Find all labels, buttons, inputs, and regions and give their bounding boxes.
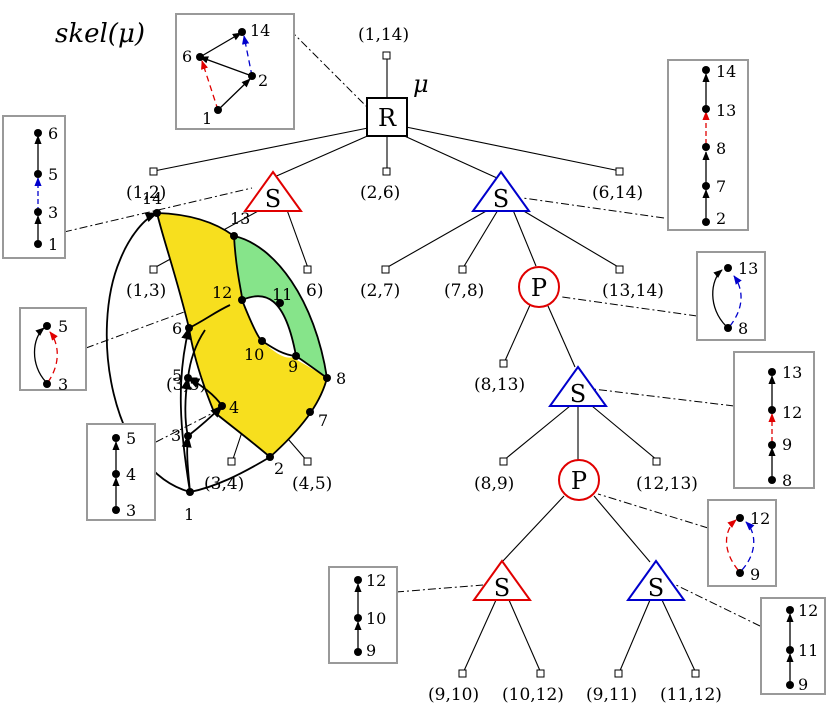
tree-node-s-red-bottom: S bbox=[472, 559, 532, 602]
inset-connectors bbox=[63, 29, 761, 627]
vertex-label-2: 2 bbox=[274, 459, 284, 478]
vertex-label-1: 1 bbox=[184, 505, 194, 524]
tree-node-s-red-left: S bbox=[243, 170, 303, 213]
edge-labels: (1,14) (1,2) (2,6) (6,14) (1,3) 6) (2,7)… bbox=[126, 25, 722, 705]
edge-label-2-6: (2,6) bbox=[360, 183, 400, 203]
edge-label-12-13: (12,13) bbox=[636, 474, 698, 494]
inset-s912b-v11: 11 bbox=[798, 641, 818, 660]
inset-s214-v14: 14 bbox=[716, 62, 736, 81]
vertex-label-5: 5 bbox=[172, 366, 182, 385]
inset-s813-v9: 9 bbox=[782, 435, 792, 454]
inset-s813-v12: 12 bbox=[782, 403, 802, 422]
edge-label-9-11: (9,11) bbox=[586, 685, 637, 705]
inset-s912r-v9: 9 bbox=[366, 641, 376, 660]
inset-s-9-12-red: 12 10 9 bbox=[328, 566, 398, 664]
yellow-face bbox=[157, 213, 327, 457]
tree-node-s-blue-mid: S bbox=[471, 170, 531, 213]
vertex-label-13: 13 bbox=[230, 209, 250, 228]
green-face bbox=[234, 236, 327, 378]
inset-s35-v5: 5 bbox=[126, 429, 136, 448]
vertex-label-4: 4 bbox=[229, 398, 239, 417]
plane-graph: 1 2 3 4 5 6 7 8 9 10 11 12 13 14 bbox=[105, 189, 346, 524]
root-name: μ bbox=[413, 70, 429, 98]
inset-s813-v8: 8 bbox=[782, 471, 792, 490]
vertex-label-8: 8 bbox=[336, 369, 346, 388]
edge-label-7-8: (7,8) bbox=[444, 281, 484, 301]
edge-label-4-5: (4,5) bbox=[292, 474, 332, 494]
vertex-label-14: 14 bbox=[142, 189, 162, 208]
inset-p-9-12: 12 9 bbox=[707, 499, 777, 587]
node-letter-s: S bbox=[648, 574, 664, 602]
vertex-label-10: 10 bbox=[244, 345, 264, 364]
edge-label-3-6: 6) bbox=[306, 281, 323, 301]
edge-label-8-9: (8,9) bbox=[474, 474, 514, 494]
inset-s214-v2: 2 bbox=[716, 209, 726, 228]
edge-label-9-10: (9,10) bbox=[428, 685, 479, 705]
inset-s912r-v12: 12 bbox=[366, 571, 386, 590]
vertex-label-11: 11 bbox=[272, 285, 292, 304]
node-letter-s: S bbox=[493, 185, 509, 213]
inset-root-v1: 1 bbox=[202, 109, 212, 128]
tree-node-root-r: R μ bbox=[366, 70, 429, 137]
tree-node-s-blue-lower: S bbox=[548, 365, 608, 408]
inset-root-v6: 6 bbox=[182, 47, 192, 66]
edge-label-10-12: (10,12) bbox=[502, 685, 564, 705]
node-letter-p: P bbox=[571, 467, 587, 495]
inset-root-v2: 2 bbox=[258, 71, 268, 90]
inset-s-1-6: 6 5 3 1 bbox=[2, 115, 66, 259]
vertex-label-6: 6 bbox=[172, 319, 182, 338]
inset-s912b-v9: 9 bbox=[798, 675, 808, 694]
node-letter-s: S bbox=[265, 185, 281, 213]
inset-p-3-5: 5 3 bbox=[19, 307, 87, 394]
inset-p912-v9: 9 bbox=[750, 565, 760, 584]
inner-face bbox=[242, 296, 296, 358]
inset-s-3-5: 5 4 3 bbox=[86, 423, 156, 521]
inset-s912r-v10: 10 bbox=[366, 609, 386, 628]
inset-p813-v13: 13 bbox=[738, 259, 758, 278]
inset-p35-v5: 5 bbox=[58, 317, 68, 336]
node-letter-s: S bbox=[570, 380, 586, 408]
edge-label-6-14: (6,14) bbox=[592, 183, 643, 203]
node-letter-s: S bbox=[494, 574, 510, 602]
edge-label-1-3: (1,3) bbox=[126, 281, 166, 301]
inset-s214-v13: 13 bbox=[716, 101, 736, 120]
tree-node-p-lower: P bbox=[558, 459, 600, 501]
inset-s-8-13: 13 12 9 8 bbox=[733, 351, 815, 490]
inset-s16-v1: 1 bbox=[48, 235, 58, 254]
inset-s214-v7: 7 bbox=[716, 177, 726, 196]
inset-p912-v12: 12 bbox=[750, 509, 770, 528]
vertex-label-7: 7 bbox=[318, 411, 328, 430]
tree-node-s-blue-bottom: S bbox=[626, 559, 686, 602]
vertex-label-12: 12 bbox=[212, 283, 232, 302]
skeleton-title: skel(μ) bbox=[55, 19, 145, 49]
inset-s35-v3: 3 bbox=[126, 501, 136, 520]
inset-s35-v4: 4 bbox=[126, 465, 136, 484]
tree-node-p-upper: P bbox=[518, 266, 560, 308]
edge-label-1-14: (1,14) bbox=[358, 25, 409, 45]
inset-root-skeleton: 14 6 2 1 bbox=[175, 13, 295, 130]
inset-root-v14: 14 bbox=[250, 21, 270, 40]
inset-s214-v8: 8 bbox=[716, 139, 726, 158]
node-letter-p: P bbox=[531, 274, 547, 302]
edge-label-11-12: (11,12) bbox=[660, 685, 722, 705]
vertex-label-9: 9 bbox=[288, 357, 298, 376]
edge-label-13-14: (13,14) bbox=[602, 281, 664, 301]
inset-s-2-14: 14 13 8 7 2 bbox=[667, 59, 749, 231]
edge-label-1-2: (1,2) bbox=[126, 183, 166, 203]
inset-p813-v8: 8 bbox=[738, 319, 748, 338]
inset-s16-v3: 3 bbox=[48, 203, 58, 222]
inset-s16-v6: 6 bbox=[48, 124, 58, 143]
inset-s16-v5: 5 bbox=[48, 165, 58, 184]
inset-s912b-v12: 12 bbox=[798, 601, 818, 620]
edge-label-3-4: (3,4) bbox=[204, 474, 244, 494]
edge-label-8-13: (8,13) bbox=[474, 375, 525, 395]
inset-s813-v13: 13 bbox=[782, 363, 802, 382]
inset-p35-v3: 3 bbox=[58, 375, 68, 394]
edge-label-2-7: (2,7) bbox=[360, 281, 400, 301]
inset-p-8-13: 13 8 bbox=[696, 251, 766, 341]
root-letter: R bbox=[378, 104, 397, 132]
inset-s-9-12-blue: 12 11 9 bbox=[760, 597, 826, 695]
vertex-label-3: 3 bbox=[171, 426, 181, 445]
